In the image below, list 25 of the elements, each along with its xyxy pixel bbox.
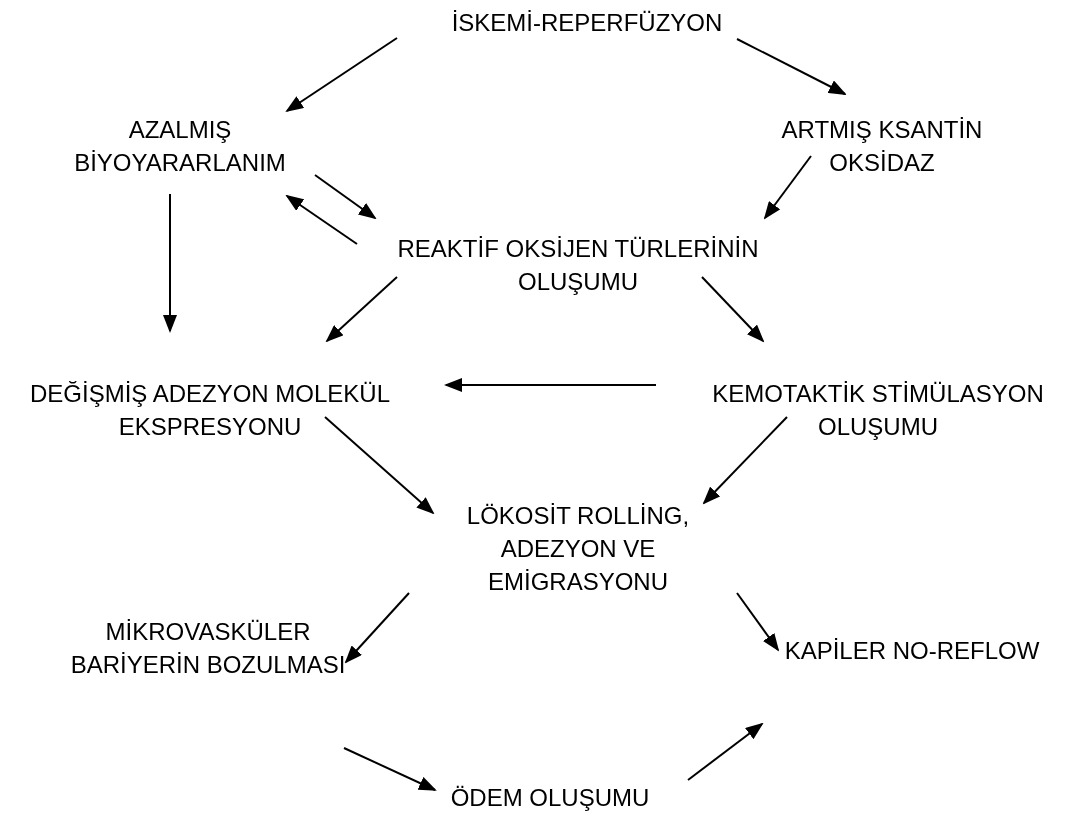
arrow — [163, 193, 177, 333]
arrow — [343, 747, 437, 791]
process-label: ARTMIŞ KSANTİN OKSİDAZ — [752, 113, 1012, 179]
arrow — [314, 174, 377, 220]
process-label: AZALMIŞ BİYOYARARLANIM — [50, 113, 310, 179]
arrow — [324, 416, 435, 515]
arrow — [687, 722, 764, 781]
process-label: İSKEMİ-REPERFÜZYON — [451, 5, 723, 39]
process-label: ÖDEM OLUŞUMU — [450, 780, 650, 814]
arrow — [736, 592, 780, 652]
arrow — [736, 38, 847, 95]
process-label: KEMOTAKTİK STİMÜLASYON OLUŞUMU — [668, 377, 1073, 443]
process-label: REAKTİF OKSİJEN TÜRLERİNİN OLUŞUMU — [358, 232, 798, 298]
arrow — [285, 37, 398, 113]
process-label: KAPİLER NO-REFLOW — [784, 633, 1040, 667]
arrow — [701, 276, 765, 343]
arrow — [444, 378, 657, 392]
arrow — [344, 592, 410, 664]
arrow — [702, 416, 788, 505]
process-label: DEĞİŞMİŞ ADEZYON MOLEKÜL EKSPRESYONU — [0, 377, 420, 443]
process-label: MİKROVASKÜLER BARİYERİN BOZULMASI — [38, 615, 378, 681]
arrow — [763, 155, 812, 220]
process-label: LÖKOSİT ROLLİNG, ADEZYON VE EMİGRASYONU — [413, 498, 743, 598]
arrow — [285, 194, 358, 245]
arrow — [325, 276, 398, 343]
